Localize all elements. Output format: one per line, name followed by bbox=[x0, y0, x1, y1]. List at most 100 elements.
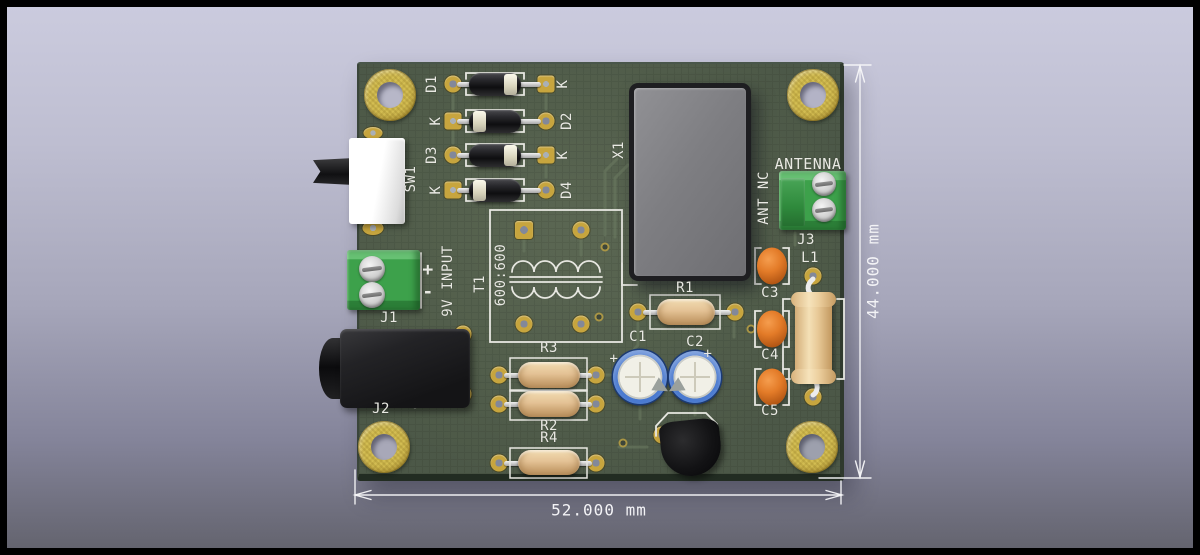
pad bbox=[515, 315, 533, 333]
diode-d4 bbox=[469, 178, 521, 202]
antenna-label: ANTENNA bbox=[774, 155, 842, 173]
capacitor-c4 bbox=[757, 310, 787, 348]
lead bbox=[457, 81, 473, 87]
mounting-hole-top-left bbox=[364, 69, 416, 121]
resistor-r1 bbox=[657, 299, 715, 325]
via bbox=[600, 242, 610, 252]
lead bbox=[517, 118, 541, 124]
diode-d2-label: D2 bbox=[559, 112, 575, 130]
diode-d1-cathode-label: K bbox=[555, 79, 571, 89]
lead bbox=[517, 152, 541, 158]
diode-d1 bbox=[469, 72, 521, 96]
diode-d2 bbox=[469, 109, 521, 133]
lead bbox=[457, 152, 473, 158]
pad bbox=[363, 127, 383, 139]
screw bbox=[812, 198, 836, 222]
pad bbox=[537, 75, 555, 93]
capacitor-c1-label: C1 bbox=[629, 329, 647, 345]
capacitor-c2-label: C2 bbox=[686, 334, 704, 350]
lead bbox=[517, 187, 541, 193]
module-x1 bbox=[629, 83, 751, 281]
pad bbox=[444, 181, 462, 199]
screw bbox=[359, 256, 385, 282]
terminal-j3-label: J3 bbox=[797, 232, 815, 248]
diode-d4-cathode-label: K bbox=[428, 185, 444, 195]
capacitor-c2-plus-label: + bbox=[703, 346, 713, 362]
pad bbox=[537, 181, 555, 199]
diode-d1-label: D1 bbox=[424, 75, 440, 93]
ant-nc-label: ANT NC bbox=[756, 171, 772, 225]
terminal-j1-label: J1 bbox=[380, 310, 398, 326]
resistor-r2-label: R2 bbox=[540, 418, 558, 434]
resistor-r3 bbox=[518, 362, 580, 388]
mounting-hole-bottom-left bbox=[358, 421, 410, 473]
capacitor-c3 bbox=[757, 247, 787, 285]
via bbox=[594, 312, 604, 322]
screw bbox=[359, 282, 385, 308]
transformer-t1-label: T1 bbox=[472, 275, 488, 293]
pad bbox=[587, 454, 605, 472]
lead bbox=[517, 81, 541, 87]
inductor-l1 bbox=[791, 292, 836, 384]
pad bbox=[490, 366, 508, 384]
capacitor-c5 bbox=[757, 368, 787, 406]
cathode-band bbox=[504, 73, 517, 95]
capacitor-c1 bbox=[613, 350, 667, 404]
pad bbox=[572, 221, 590, 239]
screw bbox=[812, 172, 836, 196]
module-x1-label: X1 bbox=[611, 141, 627, 159]
barrel-jack-j2 bbox=[340, 329, 470, 408]
power-input-label: 9V INPUT bbox=[440, 245, 456, 317]
terminal-j3 bbox=[779, 171, 846, 230]
mounting-hole-bottom-right bbox=[786, 421, 838, 473]
pad bbox=[444, 146, 462, 164]
resistor-r4 bbox=[518, 450, 580, 475]
capacitor-c2 bbox=[669, 351, 721, 403]
pad bbox=[572, 315, 590, 333]
capacitor-c3-label: C3 bbox=[761, 285, 779, 301]
pad bbox=[515, 221, 533, 239]
lead bbox=[711, 309, 731, 315]
capacitor-c4-label: C4 bbox=[761, 347, 779, 363]
pcb-3d-viewport[interactable]: D1 K K D2 D3 K K D4 SW1 J1 + - 9V INPUT … bbox=[7, 7, 1193, 548]
power-plus-label: + bbox=[422, 259, 434, 281]
terminal-j1 bbox=[347, 250, 420, 310]
pad bbox=[537, 146, 555, 164]
lead bbox=[457, 187, 473, 193]
power-minus-label: - bbox=[422, 281, 434, 303]
cathode-band bbox=[473, 110, 486, 132]
switch-sw1-label: SW1 bbox=[403, 165, 419, 193]
resistor-r1-label: R1 bbox=[676, 280, 694, 296]
pad bbox=[726, 303, 744, 321]
pad bbox=[804, 267, 822, 285]
pad bbox=[587, 395, 605, 413]
capacitor-c5-label: C5 bbox=[761, 403, 779, 419]
diode-d2-cathode-label: K bbox=[428, 116, 444, 126]
resistor-r3-label: R3 bbox=[540, 340, 558, 356]
pad bbox=[362, 221, 384, 235]
resistor-r2 bbox=[518, 391, 580, 417]
diode-d3-label: D3 bbox=[424, 146, 440, 164]
pad bbox=[587, 366, 605, 384]
diode-d3-cathode-label: K bbox=[555, 150, 571, 160]
board-height-dimension: 44.000 mm bbox=[863, 223, 883, 319]
barrel-jack-j2-label: J2 bbox=[372, 401, 390, 417]
via bbox=[746, 324, 756, 334]
mounting-hole-top-right bbox=[787, 69, 839, 121]
inductor-l1-label: L1 bbox=[801, 250, 819, 266]
pad bbox=[490, 454, 508, 472]
capacitor-c1-plus-label: + bbox=[609, 351, 619, 367]
cathode-band bbox=[504, 144, 517, 166]
pad bbox=[804, 388, 822, 406]
pad bbox=[444, 112, 462, 130]
pad bbox=[629, 303, 647, 321]
diode-d3 bbox=[469, 143, 521, 167]
pad bbox=[537, 112, 555, 130]
lead bbox=[457, 118, 473, 124]
pad bbox=[490, 395, 508, 413]
cathode-band bbox=[473, 179, 486, 201]
diode-d4-label: D4 bbox=[559, 181, 575, 199]
via bbox=[618, 438, 628, 448]
switch-lever bbox=[313, 158, 354, 185]
